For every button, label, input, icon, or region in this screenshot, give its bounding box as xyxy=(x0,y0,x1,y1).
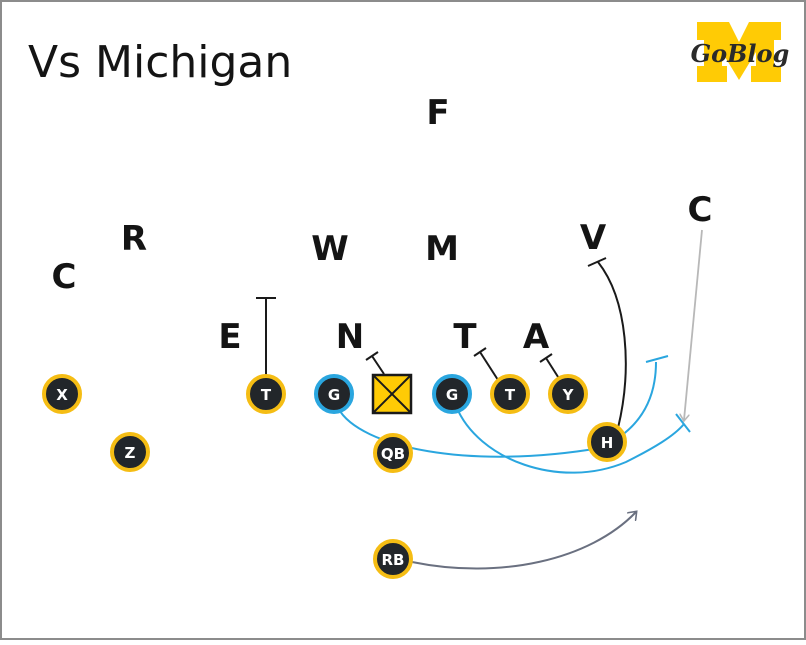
cb-pursuit-arrow xyxy=(684,229,703,420)
h-block-bar xyxy=(587,257,607,267)
player-label: T xyxy=(505,386,516,404)
rt-block-bar xyxy=(473,347,487,357)
lg-pull-bar xyxy=(645,355,669,363)
player-label: X xyxy=(56,386,68,404)
def-right-corner: C xyxy=(688,190,713,230)
player-marker xyxy=(490,374,530,414)
diagram-title: Vs Michigan xyxy=(28,37,292,88)
player-z: Z xyxy=(110,432,150,472)
player-y: Y xyxy=(548,374,588,414)
player-marker xyxy=(432,374,472,414)
player-marker xyxy=(246,374,286,414)
rg-pull-route xyxy=(455,405,685,474)
def-mike: M xyxy=(425,229,459,269)
lg-pull-route xyxy=(337,361,657,458)
def-free-safety: F xyxy=(426,93,449,133)
def-anchor: A xyxy=(523,317,550,357)
logo-wordmark: GoBlog xyxy=(691,39,790,68)
player-center xyxy=(371,373,413,415)
def-will: W xyxy=(311,229,349,269)
player-label: RB xyxy=(382,551,405,569)
def-tackle: T xyxy=(453,317,477,357)
center-x-mark xyxy=(372,374,412,414)
rg-pull-bar xyxy=(675,413,691,433)
y-block-bar xyxy=(539,353,553,363)
player-label: G xyxy=(328,386,340,404)
player-marker xyxy=(110,432,150,472)
def-nose: N xyxy=(336,317,364,357)
def-left-corner: C xyxy=(52,257,77,297)
h-block-line xyxy=(597,261,627,429)
player-marker xyxy=(314,374,354,414)
player-label: T xyxy=(261,386,272,404)
def-end: E xyxy=(218,317,241,357)
player-rb: RB xyxy=(373,539,413,579)
player-left-guard: G xyxy=(314,374,354,414)
player-right-guard: G xyxy=(432,374,472,414)
y-block-line xyxy=(545,357,561,381)
player-qb: QB xyxy=(373,433,413,473)
player-marker xyxy=(373,433,413,473)
goblog-logo: GoBlog xyxy=(691,22,790,82)
player-label: H xyxy=(601,434,614,452)
rt-block-line xyxy=(479,351,499,381)
player-x: X xyxy=(42,374,82,414)
c-block-bar xyxy=(365,351,379,361)
c-block-line xyxy=(371,355,385,375)
player-label: Z xyxy=(125,444,136,462)
player-label: QB xyxy=(381,445,405,463)
def-viper: V xyxy=(580,218,607,258)
player-marker xyxy=(42,374,82,414)
player-label: Y xyxy=(562,386,575,404)
player-marker xyxy=(373,539,413,579)
rb-route-arrow xyxy=(411,512,636,570)
player-marker xyxy=(587,422,627,462)
player-right-tackle: T xyxy=(490,374,530,414)
player-h: H xyxy=(587,422,627,462)
def-rover: R xyxy=(121,219,147,259)
player-marker xyxy=(548,374,588,414)
player-label: G xyxy=(446,386,458,404)
block-m-logo-icon xyxy=(697,22,781,82)
player-left-tackle: T xyxy=(246,374,286,414)
